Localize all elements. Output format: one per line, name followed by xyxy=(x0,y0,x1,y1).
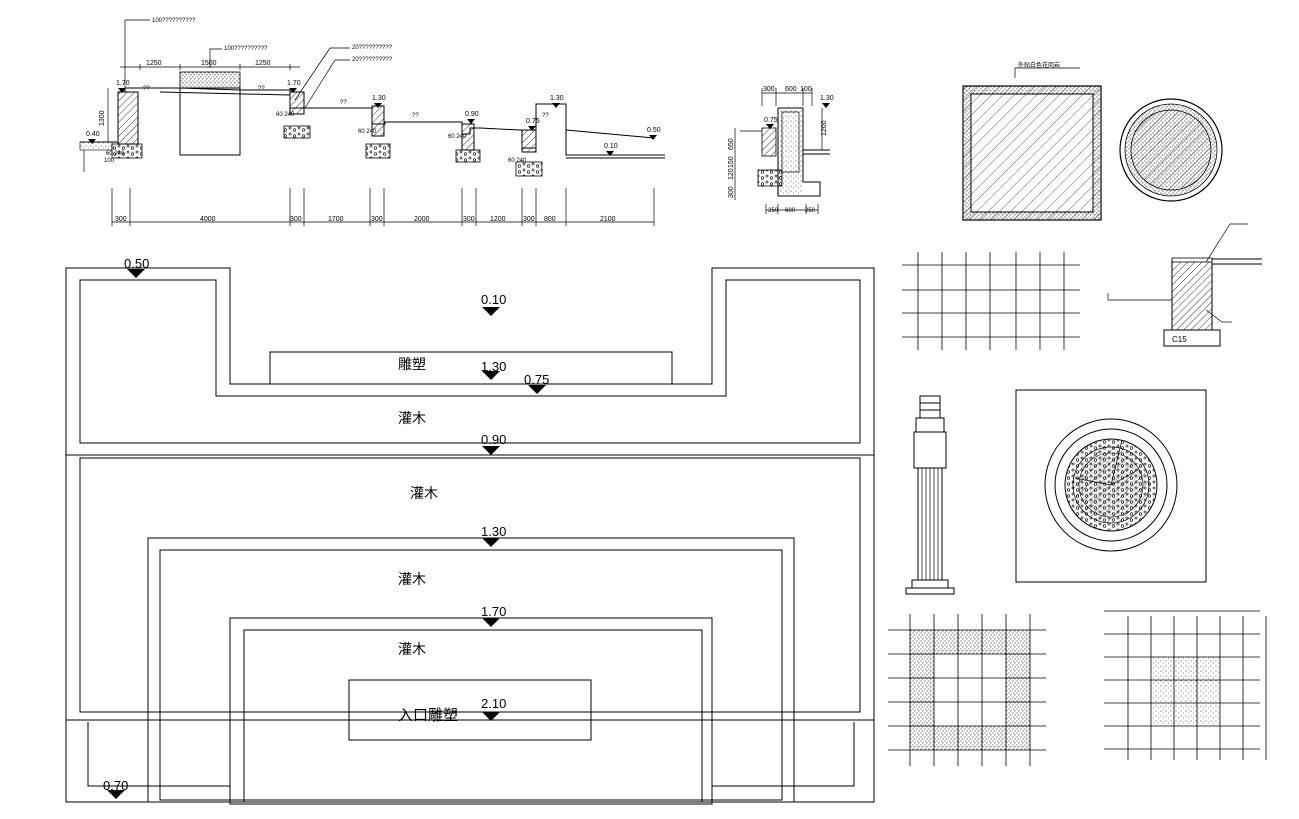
level-label: 0.50 xyxy=(124,256,149,271)
lamp-post-detail xyxy=(905,395,955,595)
dim-label: 300 xyxy=(290,216,302,223)
section-note: 20?????????? xyxy=(352,57,393,63)
section-note: 100?????????? xyxy=(224,46,268,52)
dim-label: 300 xyxy=(371,216,383,223)
dim-label: 100 xyxy=(800,86,812,93)
dim-label: 800 xyxy=(544,216,556,223)
wall-detail: 300 600 100 1.30 0.75 650 150 120 300 12… xyxy=(728,86,834,214)
level-label: 0.90 xyxy=(481,432,506,447)
level-label: 0.40 xyxy=(86,131,100,138)
dim-label: 2100 xyxy=(600,216,616,223)
level-label: 1.30 xyxy=(372,95,386,102)
dim-label: 650 xyxy=(728,138,735,150)
dim-label: 600 xyxy=(785,208,796,214)
plan-band xyxy=(65,454,875,721)
level-label: 1.30 xyxy=(550,95,564,102)
level-label: 1.30 xyxy=(481,359,506,374)
dim-label: 600 xyxy=(785,86,797,93)
section-note: 100?????????? xyxy=(152,18,196,24)
plan-label: 入口雕塑 xyxy=(398,707,458,724)
square-planter-detail: 外贴白色花岗岩 xyxy=(962,61,1102,221)
small-label: 60 240 xyxy=(448,134,467,140)
level-label: 1.70 xyxy=(287,80,301,87)
site-section: 100?????????? 100?????????? 20??????????… xyxy=(79,18,665,226)
plan-label: 灌木 xyxy=(398,641,426,657)
retaining-wall xyxy=(289,91,305,115)
plan-outline xyxy=(65,267,875,456)
dim-label: 300 xyxy=(763,86,775,93)
dim-label: 1500 xyxy=(201,60,217,67)
dim-label: 1250 xyxy=(255,60,271,67)
dim-label: 300 xyxy=(115,216,127,223)
level-label: 1.70 xyxy=(116,80,130,87)
dim-label: 1300 xyxy=(99,110,106,126)
retaining-wall xyxy=(521,129,537,153)
section-note: ?? xyxy=(542,113,549,119)
level-label: 0.75 xyxy=(524,372,549,387)
dim-label: 250 xyxy=(805,208,816,214)
note-leader xyxy=(209,48,222,68)
small-label: 60 240 xyxy=(358,129,377,135)
plan-label: 灌木 xyxy=(410,485,438,501)
dim-label: 4000 xyxy=(200,216,216,223)
section-note: ?? xyxy=(258,86,265,92)
level-label: 1.30 xyxy=(481,524,506,539)
dim-label: 1700 xyxy=(328,216,344,223)
plan-label: 灌木 xyxy=(398,571,426,587)
note-leader xyxy=(304,59,350,109)
level-label: 1.70 xyxy=(481,604,506,619)
small-label: 60 240 xyxy=(106,151,125,157)
dim-label: 2000 xyxy=(414,216,430,223)
site-plan: 雕塑 灌木 灌木 灌木 灌木 入口雕塑 0.50 0.10 1.30 0.75 … xyxy=(65,256,875,805)
plan-label: 雕塑 xyxy=(398,356,426,372)
pool-box xyxy=(179,87,241,156)
pool-coping xyxy=(179,71,241,89)
section-note: 20?????????? xyxy=(352,45,393,51)
paving-pattern-a xyxy=(888,614,1046,766)
paving-pattern-b xyxy=(1104,610,1267,760)
dim-label: 300 xyxy=(463,216,475,223)
level-label: 0.75 xyxy=(526,118,540,125)
sculpture-box xyxy=(269,351,673,385)
plan-terrace xyxy=(147,537,795,803)
level-label: 0.70 xyxy=(103,778,128,793)
small-label: 60 240 xyxy=(276,112,295,118)
section-note: ?? xyxy=(412,113,419,119)
entrance-sculpture-box xyxy=(348,679,592,741)
dim-label: 120 xyxy=(728,168,735,180)
dim-label: 1250 xyxy=(146,60,162,67)
dim-label: 250 xyxy=(768,208,779,214)
plan-terrace xyxy=(229,617,713,805)
dim-label: 1200 xyxy=(490,216,506,223)
level-label: 0.10 xyxy=(604,143,618,150)
section-note: ?? xyxy=(143,86,150,92)
dim-label: 150 xyxy=(728,156,735,168)
plan-levels: 0.50 0.10 1.30 0.75 0.90 1.30 1.70 2.10 … xyxy=(103,256,549,799)
small-label: 100 xyxy=(104,158,115,164)
round-plaza-detail xyxy=(1015,389,1207,583)
detail-note: 外贴白色花岗岩 xyxy=(1018,61,1060,69)
level-label: 0.50 xyxy=(647,127,661,134)
curb-detail: C15 xyxy=(1107,223,1262,347)
dim-label: 300 xyxy=(728,186,735,198)
dim-label: 300 xyxy=(523,216,535,223)
section-levels: 1.70 1.70 1.30 0.90 0.75 1.30 0.50 0.10 … xyxy=(86,80,661,156)
dim-label: 1200 xyxy=(821,120,828,136)
plan-label: 灌木 xyxy=(398,410,426,426)
level-label: 0.10 xyxy=(481,292,506,307)
footing-label: C15 xyxy=(1172,335,1187,344)
retaining-wall xyxy=(117,91,139,145)
round-planter-detail xyxy=(1119,98,1223,202)
section-note: ?? xyxy=(340,100,347,106)
level-label: 1.30 xyxy=(820,95,834,102)
note-leader xyxy=(294,47,350,101)
paving-grid-detail xyxy=(902,252,1080,350)
level-label: 0.90 xyxy=(465,111,479,118)
small-label: 60 240 xyxy=(508,158,527,164)
level-label: 0.75 xyxy=(764,117,778,124)
level-label: 2.10 xyxy=(481,696,506,711)
